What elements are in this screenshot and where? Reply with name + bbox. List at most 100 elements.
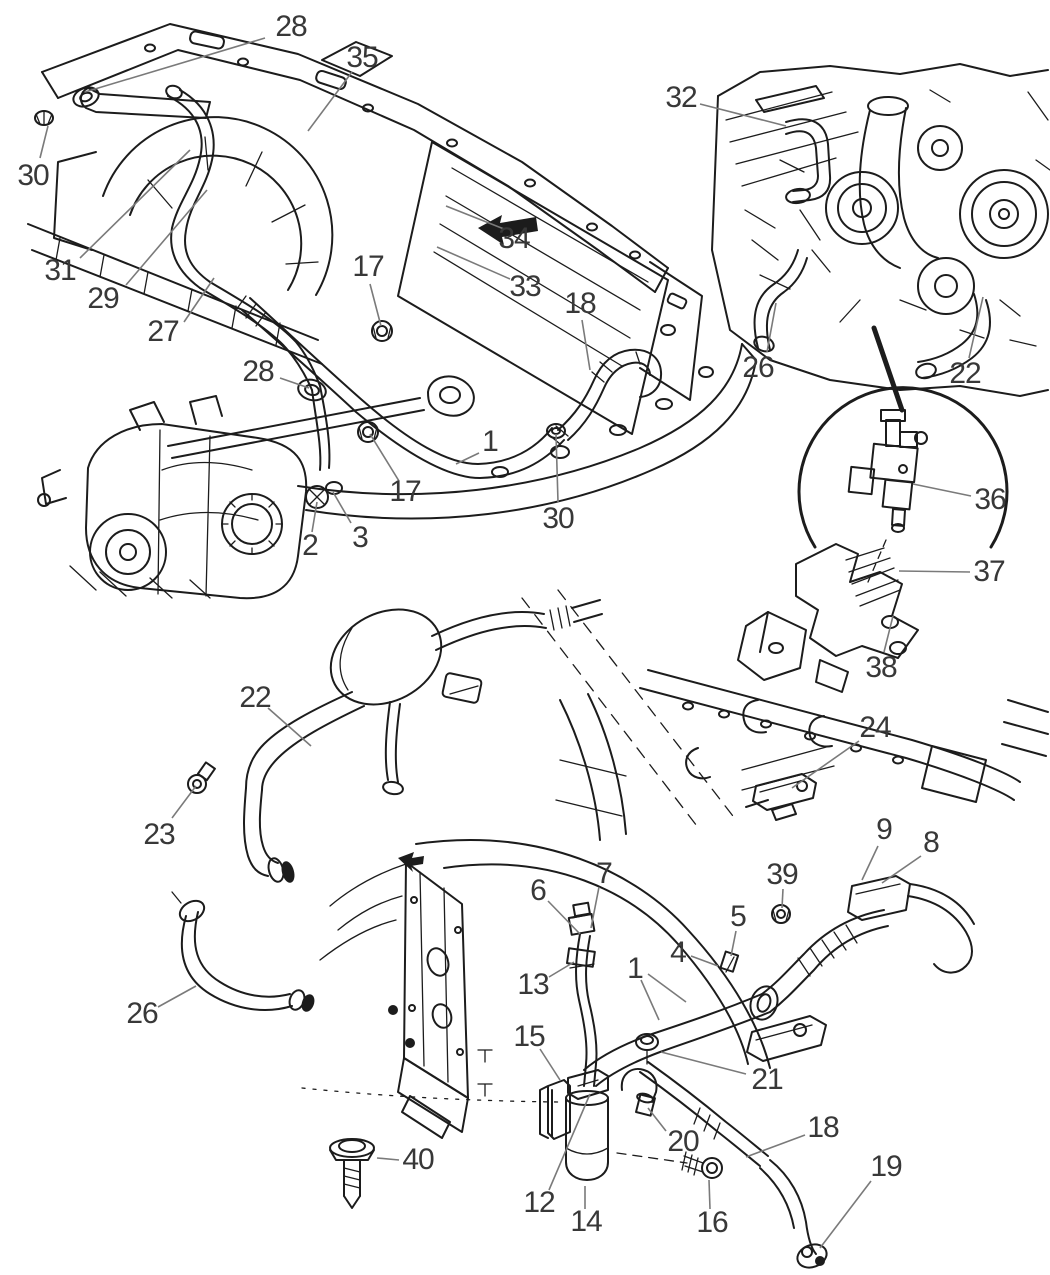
leader-line-38: [883, 615, 894, 653]
callout-22: 22: [949, 357, 981, 390]
bracket-37-38: [737, 543, 919, 693]
leader-line-22: [968, 296, 984, 359]
leader-line-28: [84, 37, 266, 93]
fitting-20: [635, 1093, 656, 1117]
front-end-illustration: [27, 23, 757, 600]
leader-line-34: [445, 205, 505, 230]
callout-40: 40: [402, 1143, 434, 1176]
tube-27: [167, 95, 203, 289]
callout-1: 1: [482, 425, 499, 458]
bracket-8-9: [847, 875, 911, 921]
liquid-line: [575, 933, 588, 1087]
leader-line-4: [690, 955, 719, 967]
leader-line-24: [791, 740, 860, 789]
ac-line-1: [249, 297, 553, 465]
leader-line-1: [455, 452, 480, 465]
solenoid-valve-36: [847, 409, 928, 533]
bolt-40: [329, 1138, 375, 1209]
screw-16: [701, 1157, 723, 1179]
leader-line-17: [369, 283, 382, 327]
leader-line-16: [708, 1179, 711, 1210]
heater-hose-22: [921, 299, 991, 379]
drier-top-12: [567, 1069, 609, 1100]
leader-line-36: [912, 483, 972, 497]
leader-line-12: [548, 1093, 591, 1191]
grommet-28: [297, 378, 327, 402]
callout-15: 15: [513, 1020, 545, 1053]
callout-29: 29: [87, 282, 119, 315]
leader-line-29: [125, 189, 208, 286]
callout-13: 13: [517, 968, 549, 1001]
callout-33: 33: [509, 270, 541, 303]
callout-30: 30: [17, 159, 49, 192]
leader-line-1: [647, 973, 687, 1003]
leader-line-23: [171, 785, 197, 819]
callout-21: 21: [751, 1063, 783, 1096]
leader-line-18: [745, 1134, 806, 1158]
direction-arrow: [398, 852, 424, 872]
callout-20: 20: [667, 1125, 699, 1158]
callout-7: 7: [596, 857, 613, 890]
leader-line-27: [183, 277, 215, 323]
leader-line-2: [311, 501, 318, 533]
clip-23: [187, 774, 207, 794]
tube-assembly-illustration: [171, 599, 603, 1012]
callout-12: 12: [523, 1186, 555, 1219]
callout-3: 3: [352, 521, 369, 554]
callout-8: 8: [923, 826, 940, 859]
leader-line-13: [548, 961, 575, 978]
leader-line-30: [555, 433, 559, 503]
callout-14: 14: [570, 1205, 602, 1238]
detail-circle-illustration: [737, 386, 1009, 693]
callout-24: 24: [859, 711, 891, 744]
hose-26: [180, 915, 293, 1011]
callout-39: 39: [766, 858, 798, 891]
callout-32: 32: [665, 81, 697, 114]
heater-hose-32: [785, 118, 832, 203]
condenser: [397, 141, 669, 435]
callout-18: 18: [564, 287, 596, 320]
callout-28: 28: [242, 355, 274, 388]
leader-line-15: [539, 1048, 561, 1081]
engine-illustration: [711, 63, 1050, 413]
leader-line-32: [699, 103, 787, 127]
leader-line-33: [436, 246, 511, 280]
callout-23: 23: [143, 818, 175, 851]
callout-35: 35: [346, 41, 378, 74]
leader-line-19: [819, 1180, 872, 1249]
callout-26: 26: [126, 997, 158, 1030]
callout-31: 31: [44, 254, 76, 287]
nut-17b: [357, 421, 379, 443]
leader-line-35: [307, 71, 353, 132]
nut-39: [771, 904, 791, 924]
leader-line-18: [581, 319, 591, 371]
leader-line-40: [376, 1157, 400, 1161]
callout-6: 6: [530, 874, 547, 907]
bracket-24: [745, 773, 817, 821]
leader-line-8: [881, 855, 922, 884]
leader-line-1: [640, 979, 660, 1021]
leader-line-20: [647, 1107, 667, 1132]
callout-9: 9: [876, 813, 893, 846]
callout-22: 22: [239, 681, 271, 714]
callout-37: 37: [973, 555, 1005, 588]
leader-line-6: [547, 900, 581, 935]
magnifier-circle: [797, 386, 1009, 549]
callout-30: 30: [542, 502, 574, 535]
callout-17: 17: [389, 475, 421, 508]
callout-38: 38: [865, 651, 897, 684]
leader-line-37: [898, 570, 971, 573]
fan-shroud: [102, 116, 334, 296]
callout-34: 34: [498, 222, 530, 255]
callout-26: 26: [742, 351, 774, 384]
callout-27: 27: [147, 315, 179, 348]
callout-36: 36: [974, 483, 1006, 516]
leader-line-39: [781, 888, 784, 909]
leader-line-3: [332, 491, 352, 524]
detail-pointer: [871, 325, 905, 413]
union-13: [566, 947, 596, 968]
callout-19: 19: [870, 1150, 902, 1183]
